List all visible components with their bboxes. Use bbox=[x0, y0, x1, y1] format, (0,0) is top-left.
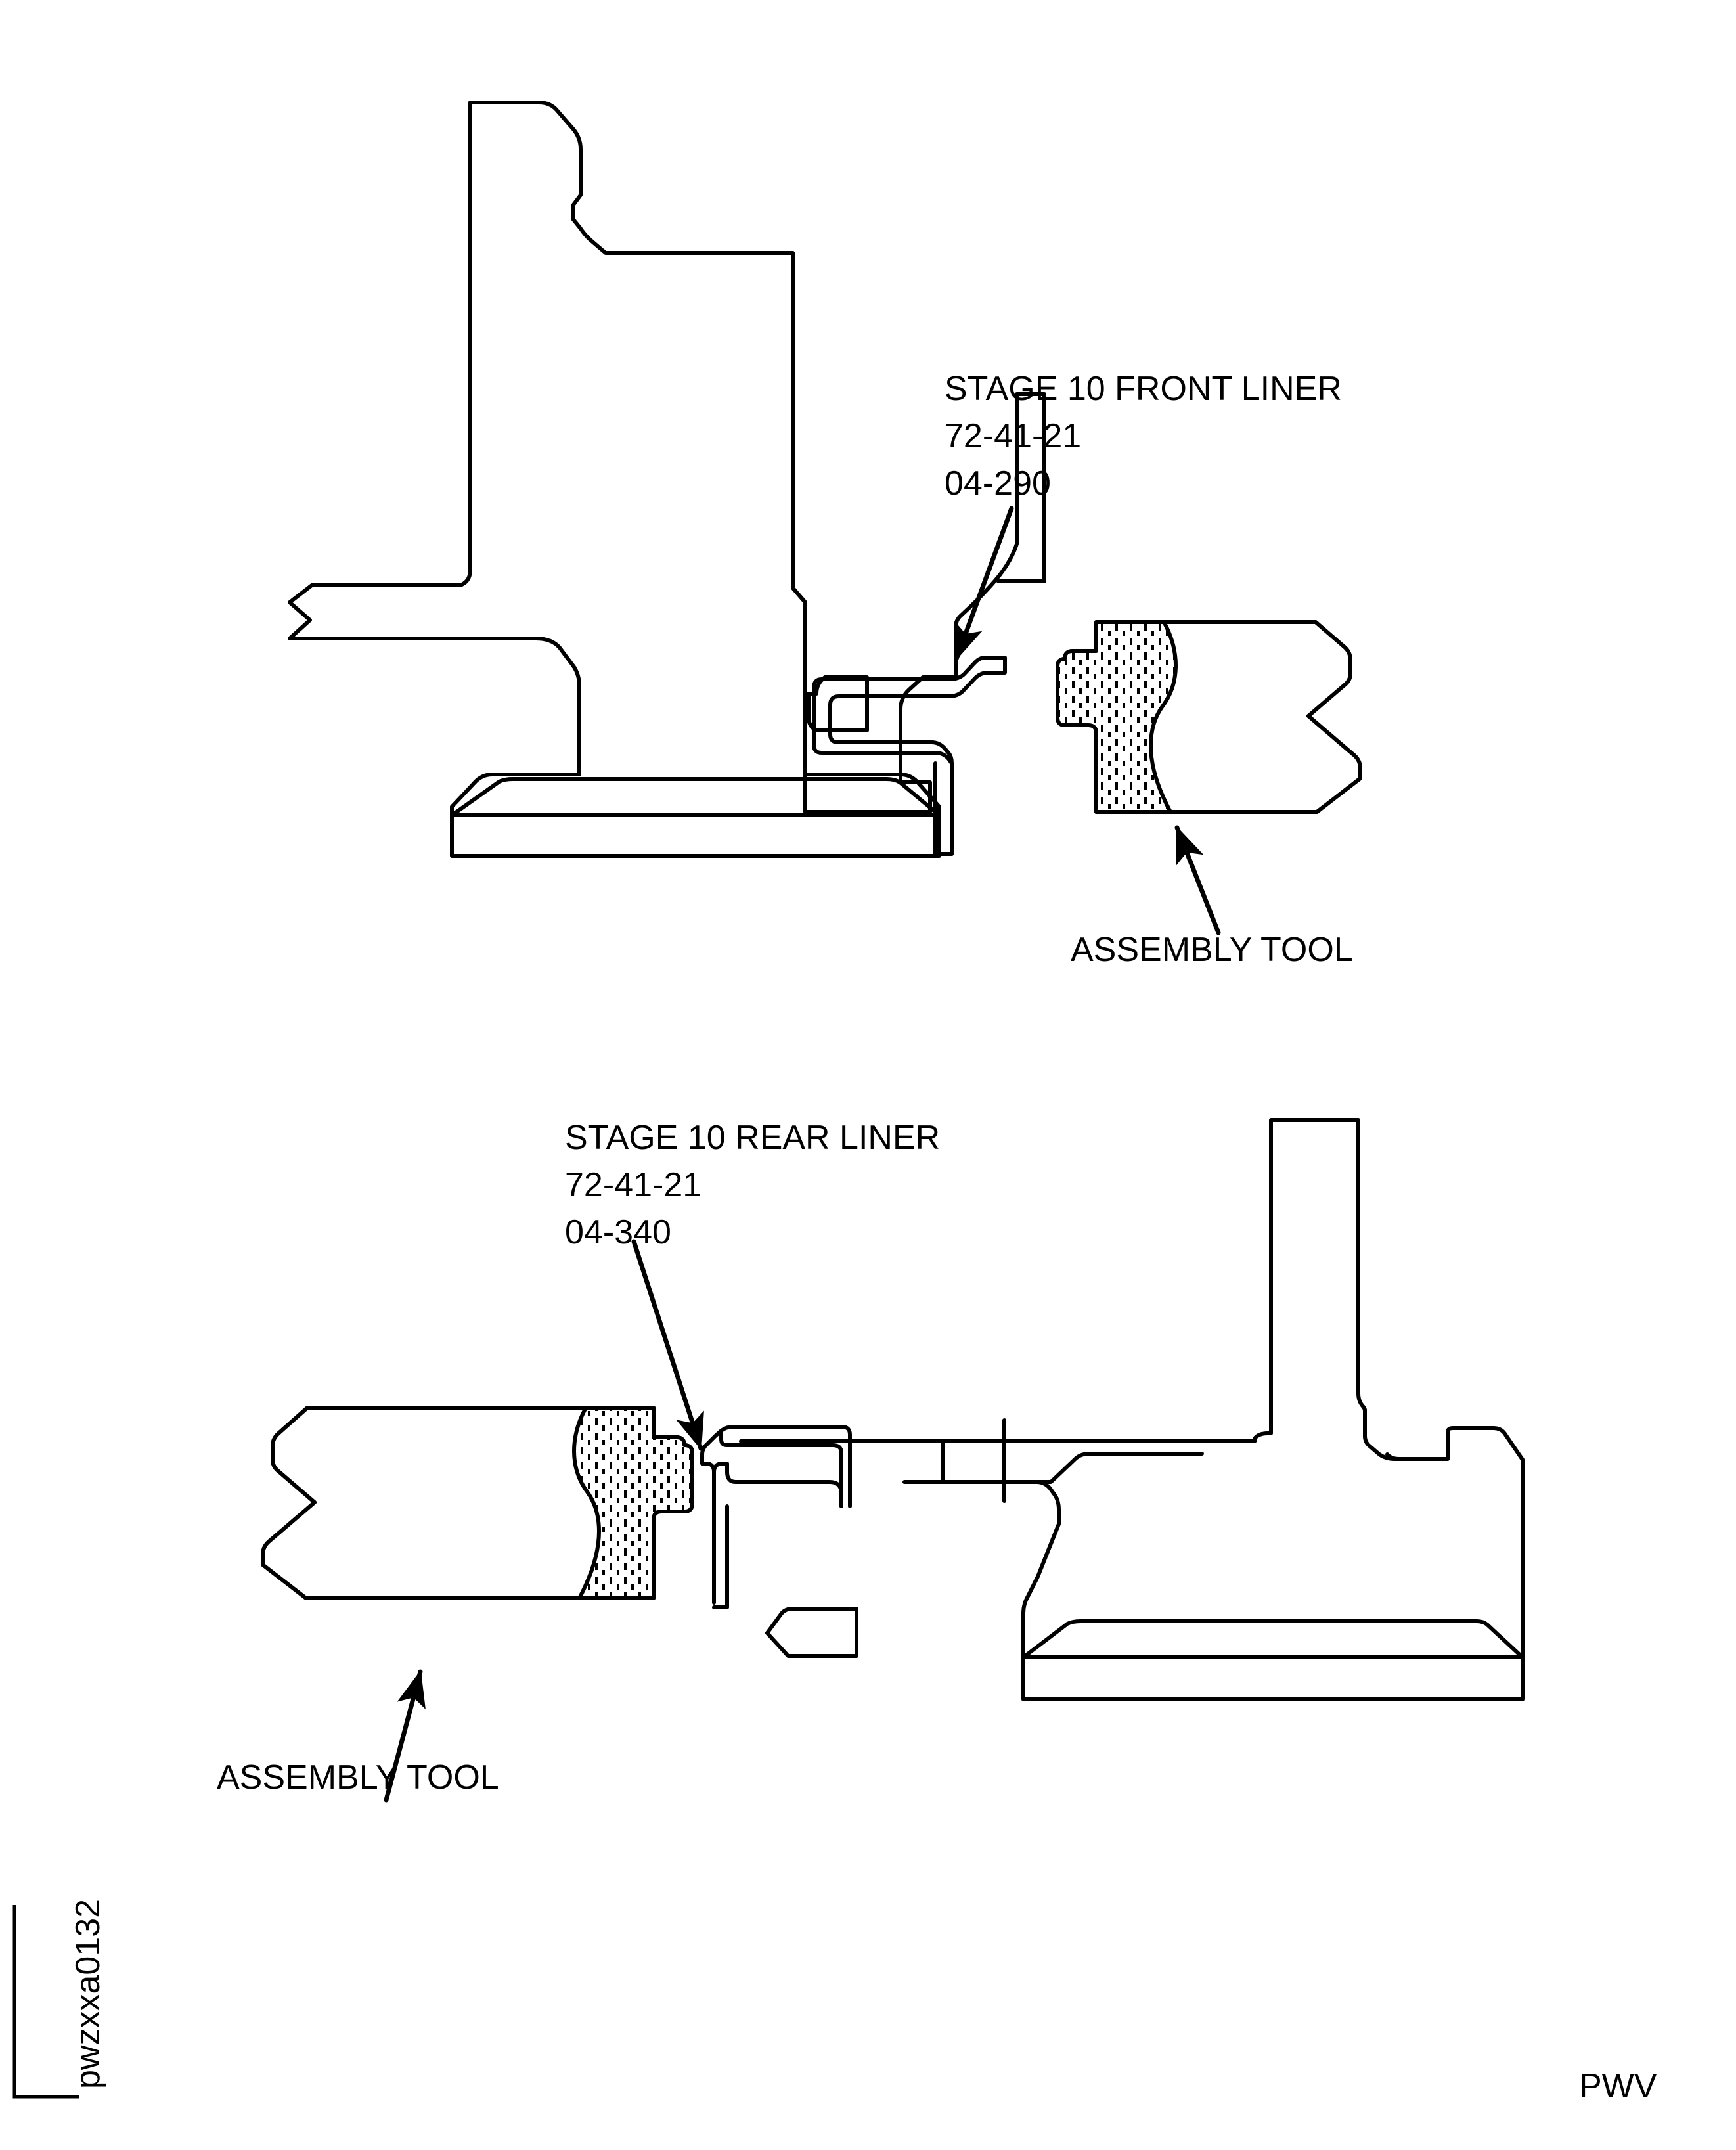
top-rib-right-column bbox=[791, 251, 807, 776]
top-seal-groove bbox=[807, 675, 869, 732]
bottom-case-outline bbox=[1253, 1118, 1525, 1590]
bottom-liner-outer-face bbox=[700, 1429, 723, 1474]
rear-liner-callout-line2: 72-41-21 bbox=[565, 1166, 702, 1204]
corner-registration-mark bbox=[12, 1905, 79, 2099]
assembly-tool-top-callout: ASSEMBLY TOOL bbox=[1071, 931, 1353, 969]
front-liner-callout-line1: STAGE 10 FRONT LINER bbox=[945, 370, 1342, 408]
footer-code-label: PWV bbox=[1579, 2067, 1657, 2105]
front-liner-callout-line2: 72-41-21 bbox=[945, 417, 1082, 455]
rear-liner-callout-line3: 04-340 bbox=[565, 1213, 671, 1251]
rear-liner-callout-line1: STAGE 10 REAR LINER bbox=[565, 1119, 941, 1157]
bottom-flange-chamfer bbox=[1021, 1619, 1525, 1659]
bottom-liner-web bbox=[712, 1462, 729, 1474]
top-liner-upper-run bbox=[812, 686, 954, 765]
top-liner-outer-face bbox=[812, 656, 1007, 690]
bottom-assembly-figure bbox=[261, 1118, 1525, 1803]
top-liner-tab-edge bbox=[933, 761, 954, 856]
top-assembly-tool-hatch bbox=[1057, 622, 1176, 812]
bottom-liner-inner-face bbox=[719, 1429, 843, 1508]
top-assembly-figure bbox=[288, 101, 1362, 935]
bottom-rib-lower-run bbox=[941, 1452, 1204, 1484]
front-liner-leader-arrow bbox=[954, 506, 1014, 661]
top-assembly-tool-outline bbox=[1056, 620, 1362, 814]
bottom-liner-upper-face bbox=[719, 1425, 852, 1508]
bottom-assembly-tool-hatch bbox=[574, 1408, 692, 1598]
bottom-flange-outline bbox=[1021, 1480, 1525, 1701]
assembly-tool-bottom-leader-arrow bbox=[384, 1669, 426, 1803]
bottom-liner-lower-run-2 bbox=[725, 1470, 843, 1508]
bottom-liner-tab bbox=[712, 1504, 729, 1609]
bottom-assembly-tool-outline-2 bbox=[261, 1406, 694, 1600]
assembly-tool-bottom-callout: ASSEMBLY TOOL bbox=[217, 1758, 499, 1797]
bottom-right-step bbox=[1385, 1452, 1450, 1461]
top-flange-chamfer bbox=[450, 777, 941, 817]
top-liner-lower-run bbox=[828, 703, 954, 856]
top-assembly-tool-break-line bbox=[1149, 620, 1178, 814]
rear-liner-leader-arrow bbox=[631, 1239, 704, 1451]
top-case-body-outline bbox=[288, 101, 941, 858]
bottom-assembly-tool-break-line bbox=[572, 1406, 601, 1600]
bottom-seal-groove bbox=[765, 1607, 858, 1658]
top-liner-inner-face bbox=[828, 666, 1007, 707]
assembly-tool-top-leader-arrow bbox=[1174, 825, 1221, 935]
front-liner-callout-line3: 04-290 bbox=[945, 464, 1051, 503]
top-case-outline bbox=[468, 101, 1046, 814]
figure-id-label: pwzxxa0132 bbox=[69, 1898, 107, 2089]
